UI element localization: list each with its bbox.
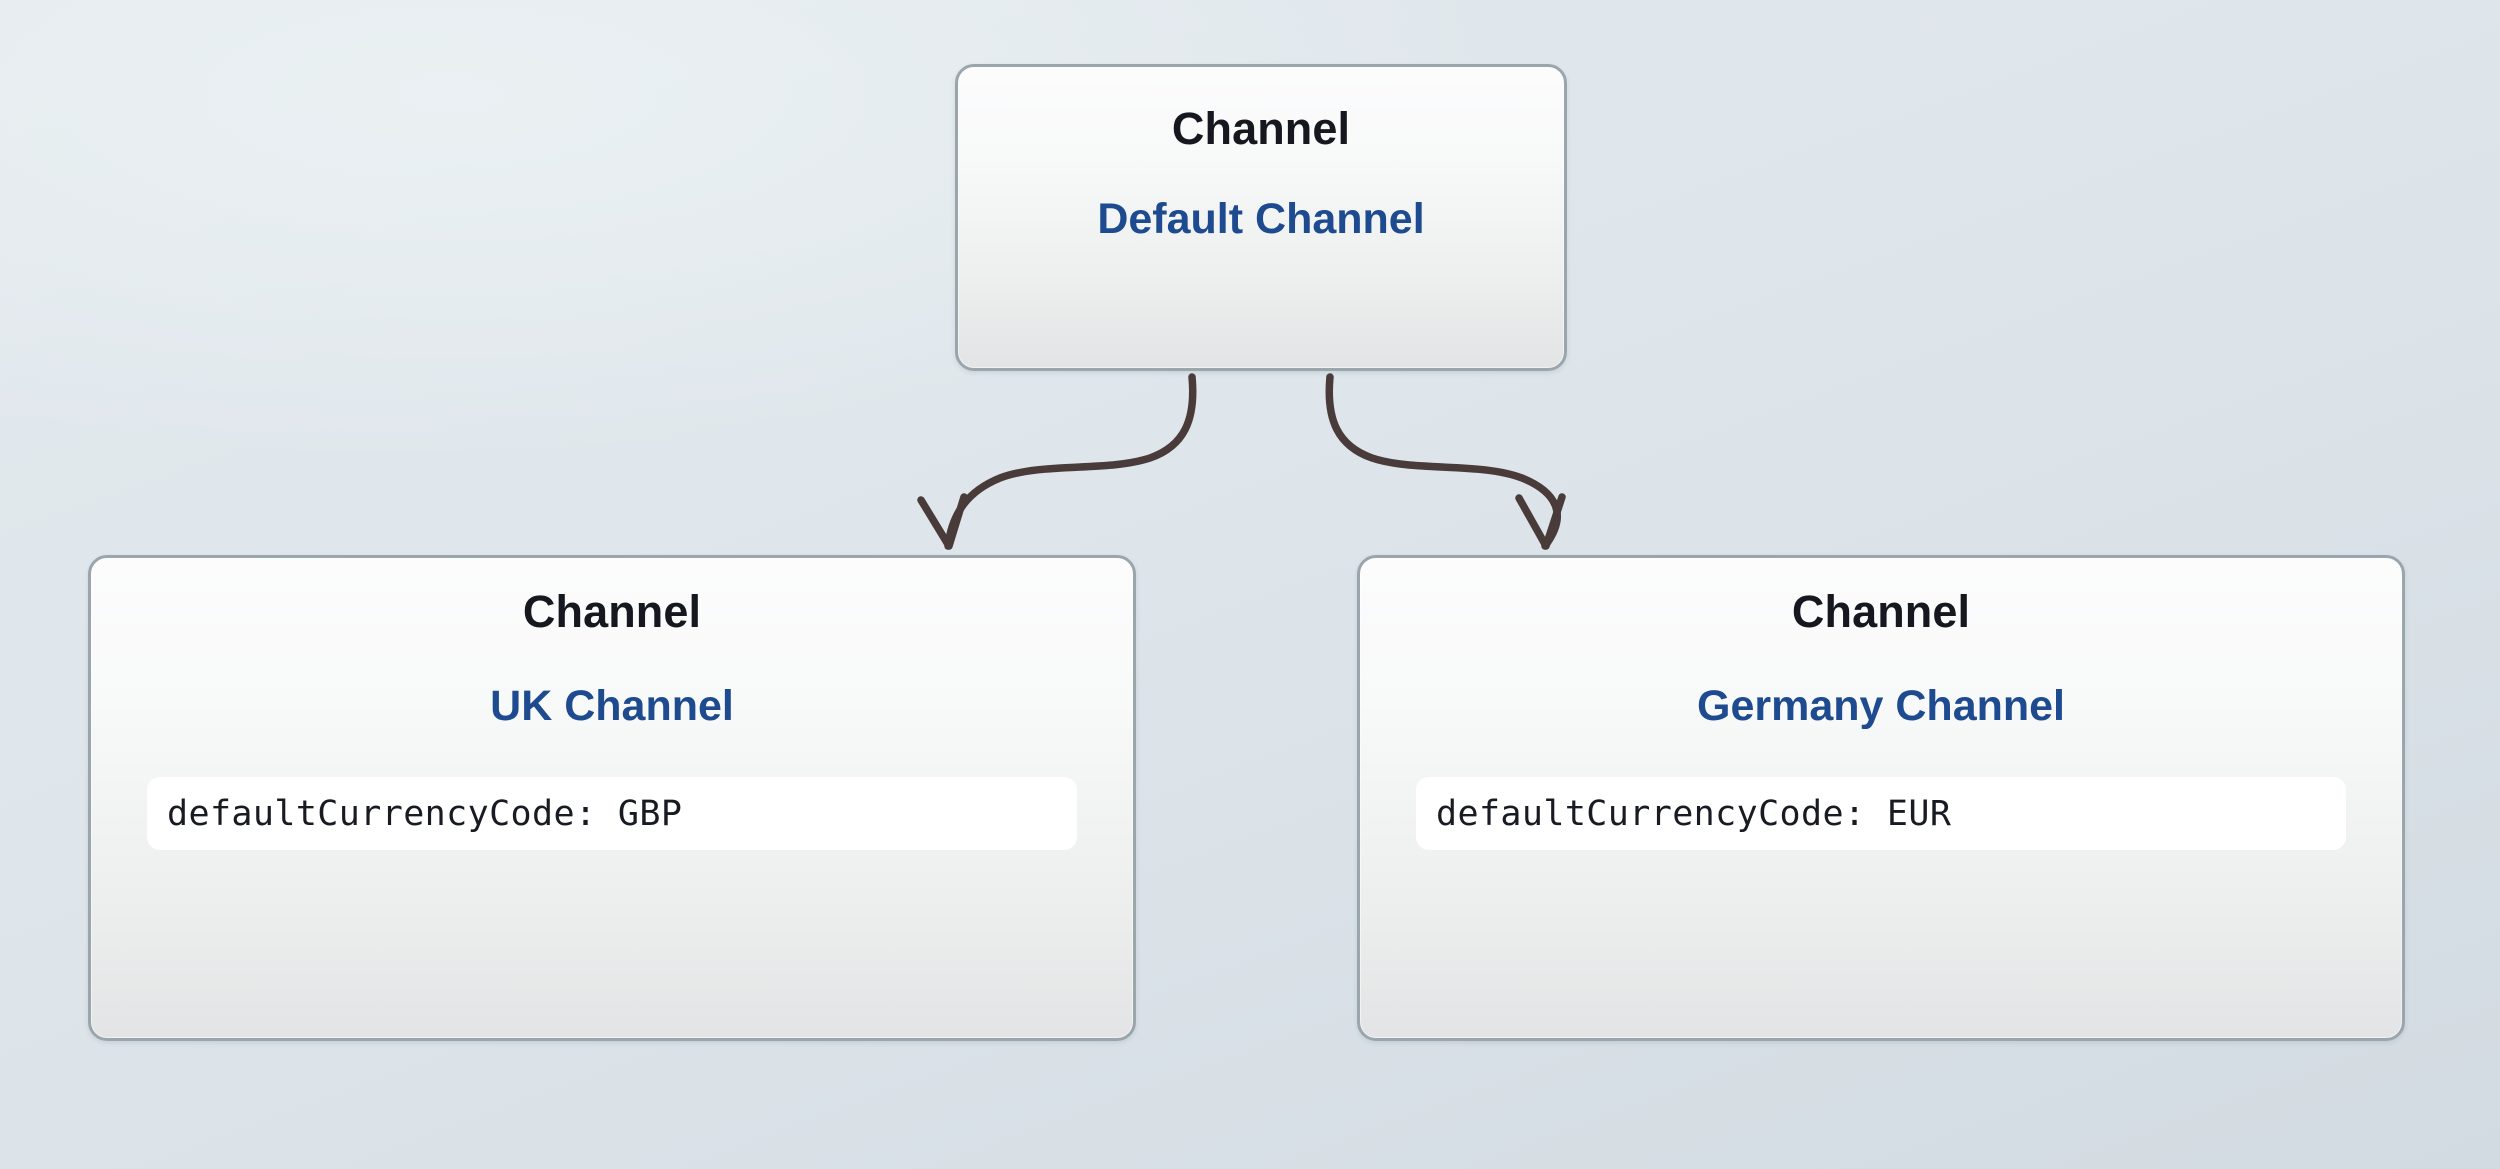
edge-root-to-uk — [917, 373, 1197, 550]
node-type-label: Channel — [522, 586, 702, 637]
property-row: defaultCurrencyCode: GBP — [147, 777, 1077, 850]
node-uk-channel[interactable]: Channel UK Channel defaultCurrencyCode: … — [88, 555, 1136, 1041]
node-properties: defaultCurrencyCode: EUR — [1406, 777, 2356, 850]
property-row: defaultCurrencyCode: EUR — [1416, 777, 2346, 850]
node-name-label: Default Channel — [1097, 195, 1425, 243]
node-type-label: Channel — [1791, 586, 1971, 637]
node-name-label: Germany Channel — [1697, 682, 2065, 730]
edge-root-to-de — [1325, 373, 1566, 550]
node-type-label: Channel — [1171, 103, 1351, 154]
node-default-channel[interactable]: Channel Default Channel — [955, 64, 1567, 371]
node-name-label: UK Channel — [490, 682, 734, 730]
node-properties: defaultCurrencyCode: GBP — [137, 777, 1087, 850]
node-germany-channel[interactable]: Channel Germany Channel defaultCurrencyC… — [1357, 555, 2405, 1041]
